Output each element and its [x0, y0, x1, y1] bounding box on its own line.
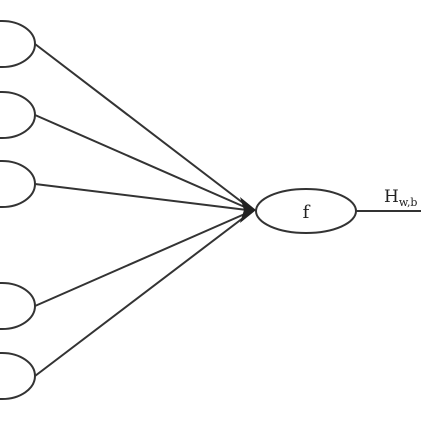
- input-node-3: [0, 160, 36, 208]
- output-label-subscript: w,b: [399, 196, 418, 209]
- output-label-main: H: [384, 187, 399, 207]
- output-label: Hw,b: [384, 187, 417, 209]
- edge-input-4: [34, 212, 248, 307]
- function-node-label: f: [303, 202, 311, 223]
- input-node-4: [0, 282, 36, 330]
- input-node-5: [0, 352, 36, 400]
- edge-input-3: [34, 183, 248, 211]
- input-node-2: [0, 91, 36, 139]
- edge-input-1: [34, 43, 248, 207]
- edge-input-5: [34, 214, 248, 377]
- arrowhead: [240, 197, 256, 223]
- input-node-1: [0, 20, 36, 68]
- edge-input-2: [34, 114, 248, 209]
